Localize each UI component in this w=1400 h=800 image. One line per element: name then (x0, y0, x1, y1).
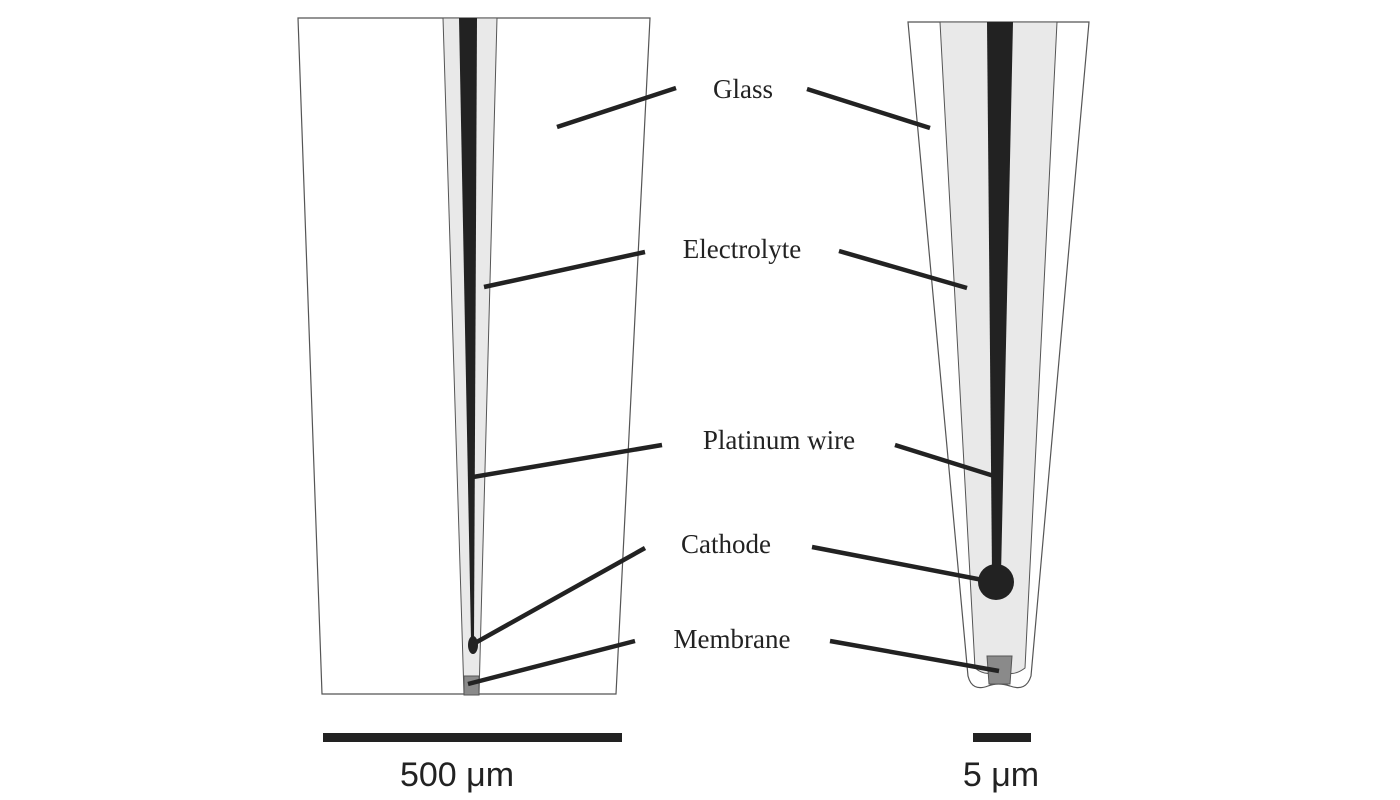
scalebar-right-label: 5 μm (963, 756, 1039, 794)
right-membrane (986, 655, 1013, 685)
label-membrane: Membrane (674, 624, 791, 654)
leader-glass-left (556, 85, 677, 130)
leader-lines (467, 85, 1000, 687)
leader-glass-right (806, 86, 931, 131)
right-platinum-wire (987, 22, 1013, 575)
leader-electrolyte-right (838, 248, 968, 291)
scalebar-left (323, 733, 622, 742)
leader-membrane-right (829, 638, 1000, 674)
leader-cathode-right (811, 544, 989, 584)
right-cathode (978, 564, 1014, 600)
label-glass: Glass (713, 74, 773, 104)
label-platinum-wire: Platinum wire (703, 425, 855, 455)
left-membrane (463, 675, 480, 696)
left-platinum-wire (459, 18, 477, 640)
scale-bars: 500 μm 5 μm (323, 733, 1039, 794)
labels: Glass Electrolyte Platinum wire Cathode … (674, 74, 856, 654)
leader-cathode-left (473, 546, 647, 645)
label-cathode: Cathode (681, 529, 771, 559)
left-electrode (297, 17, 651, 696)
left-cathode (468, 636, 478, 654)
leader-wire-right (894, 442, 995, 479)
leader-electrolyte-left (483, 249, 646, 290)
scalebar-left-label: 500 μm (400, 756, 514, 794)
scalebar-right (973, 733, 1031, 742)
label-electrolyte: Electrolyte (683, 234, 801, 264)
right-electrode (907, 21, 1090, 689)
leader-membrane-left (467, 638, 636, 687)
leader-wire-left (472, 442, 663, 480)
